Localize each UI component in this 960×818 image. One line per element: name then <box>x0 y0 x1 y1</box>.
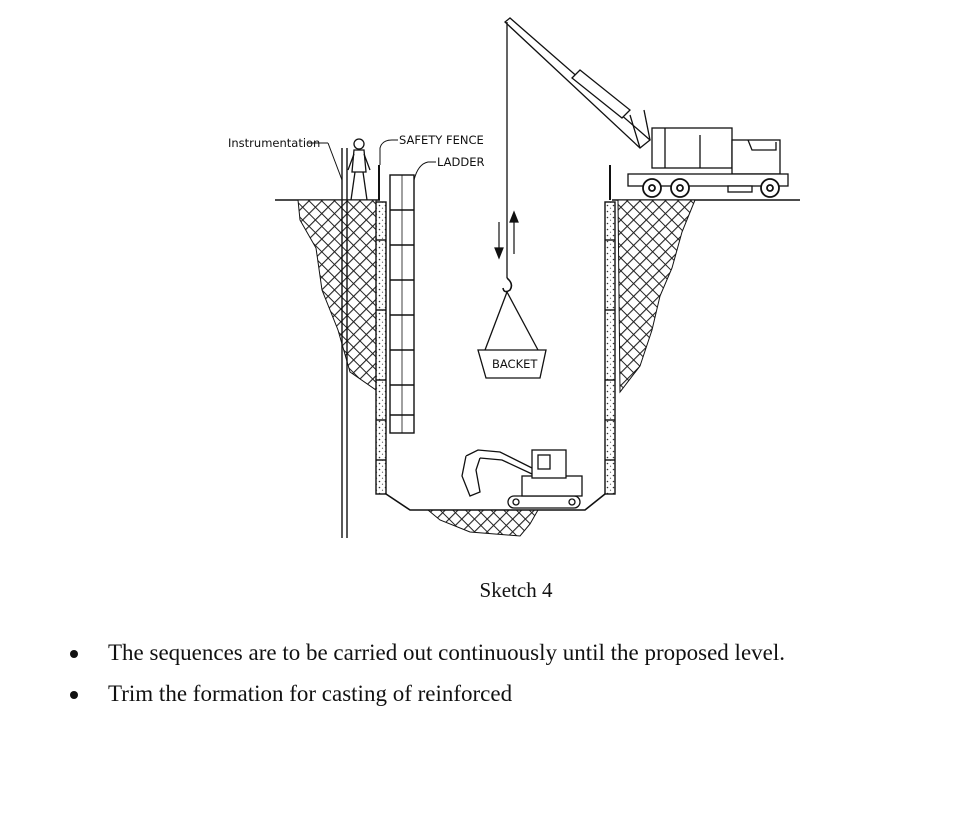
safety-fence-label: SAFETY FENCE <box>399 133 484 147</box>
worker-figure <box>347 138 371 201</box>
label-leaders <box>308 139 436 181</box>
excavation-sketch: Instrumentation SAFETY FENCE LADDER BACK… <box>228 17 800 538</box>
left-soil <box>297 199 377 391</box>
bullet-item: Trim the formation for casting of reinfo… <box>68 681 928 707</box>
hoist-direction-arrows <box>494 210 519 260</box>
crane <box>504 17 789 193</box>
ladder <box>389 174 415 434</box>
bottom-soil <box>426 509 539 537</box>
pit-base <box>385 493 606 511</box>
left-retaining-wall <box>375 201 387 495</box>
excavator <box>461 449 583 509</box>
bullet-item: The sequences are to be carried out cont… <box>68 640 928 666</box>
bullet-list: The sequences are to be carried out cont… <box>68 640 928 722</box>
bullet-text: Trim the formation for casting of reinfo… <box>108 681 513 706</box>
ladder-label: LADDER <box>437 155 485 169</box>
bucket-label: BACKET <box>492 357 538 371</box>
safety-fence <box>378 165 611 200</box>
instrumentation-pipe <box>341 148 348 538</box>
bullet-text: The sequences are to be carried out cont… <box>108 640 786 665</box>
bullet-icon <box>70 691 78 699</box>
bullet-icon <box>70 650 78 658</box>
instrumentation-label: Instrumentation <box>228 136 320 150</box>
bucket <box>477 291 547 379</box>
right-retaining-wall <box>604 201 616 495</box>
right-soil <box>617 199 696 394</box>
hook-icon <box>502 277 513 293</box>
sketch-caption: Sketch 4 <box>479 578 553 602</box>
crane-wheels <box>642 178 780 198</box>
